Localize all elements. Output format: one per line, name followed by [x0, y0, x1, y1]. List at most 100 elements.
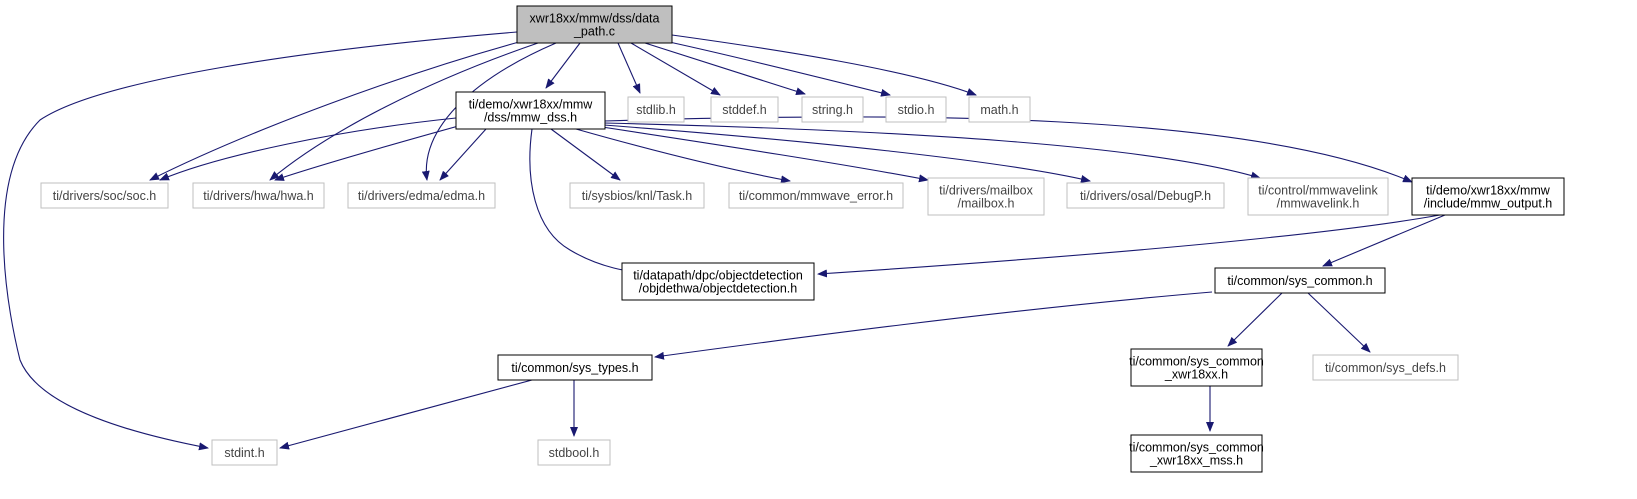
edge-sys-common-to-sys-defs: [1307, 292, 1371, 353]
edge-sys-common-to-sys-types: [654, 291, 1213, 360]
nodes-layer: xwr18xx/mmw/dss/data_path.c ti/demo/xwr18…: [40, 5, 1565, 473]
edge-mmw-output-to-sys-common: [1322, 214, 1446, 267]
node-box-task: [569, 182, 705, 209]
node-label-edma-line-1: ti/drivers/edma/edma.h: [358, 189, 485, 203]
node-task: ti/sysbios/knl/Task.h: [569, 182, 705, 209]
node-mmw-output[interactable]: ti/demo/xwr18xx/mmw/include/mmw_output.h: [1411, 177, 1565, 216]
node-stdbool: stdbool.h: [537, 439, 611, 466]
node-label-objectdetection-line-2: /objdethwa/objectdetection.h: [639, 282, 797, 296]
node-label-data-path-line-2: _path.c: [573, 25, 615, 39]
node-mmwave-error: ti/common/mmwave_error.h: [728, 182, 904, 209]
edge-mmw-dss-to-task: [550, 128, 621, 181]
node-label-sys-common-xwr18xx-line-1: ti/common/sys_common: [1129, 355, 1264, 369]
node-label-mmwave-error-line-1: ti/common/mmwave_error.h: [739, 189, 893, 203]
node-box-debugp: [1066, 182, 1225, 209]
node-label-math-line-1: math.h: [980, 103, 1018, 117]
node-sys-common[interactable]: ti/common/sys_common.h: [1214, 267, 1386, 294]
node-label-sys-common-xwr18xx-mss-line-1: ti/common/sys_common: [1129, 441, 1264, 455]
edge-data-path-to-stddef: [630, 42, 721, 96]
node-label-objectdetection-line-1: ti/datapath/dpc/objectdetection: [633, 269, 803, 283]
node-label-mmwavelink-line-1: ti/control/mmwavelink: [1258, 184, 1378, 198]
node-box-mmwavelink: [1247, 177, 1389, 216]
node-label-stdbool-line-1: stdbool.h: [549, 446, 600, 460]
edge-mmw-dss-to-mmwavelink: [603, 122, 1261, 180]
edge-mmw-dss-to-edma: [439, 128, 487, 181]
node-string: string.h: [801, 96, 864, 123]
node-stddef: stddef.h: [710, 96, 779, 123]
node-math: math.h: [968, 96, 1031, 123]
node-label-mailbox-line-1: ti/drivers/mailbox: [939, 184, 1034, 198]
node-label-soc-line-1: ti/drivers/soc/soc.h: [53, 189, 157, 203]
node-hwa: ti/drivers/hwa/hwa.h: [192, 182, 325, 209]
node-box-sys-defs: [1312, 354, 1459, 381]
node-label-mmw-dss-line-1: ti/demo/xwr18xx/mmw: [469, 98, 594, 112]
node-box-mailbox: [927, 177, 1045, 216]
node-stdlib: stdlib.h: [627, 96, 685, 123]
node-label-mmw-dss-line-2: /dss/mmw_dss.h: [484, 111, 577, 125]
edge-mmw-output-to-objectdetection: [817, 214, 1441, 278]
node-label-mmw-output-line-2: /include/mmw_output.h: [1424, 197, 1553, 211]
node-box-soc: [40, 182, 169, 209]
node-box-string: [801, 96, 864, 123]
node-box-sys-common-xwr18xx-mss: [1130, 434, 1263, 473]
node-box-mmwave-error: [728, 182, 904, 209]
node-box-math: [968, 96, 1031, 123]
node-box-stddef: [710, 96, 779, 123]
node-box-stdbool: [537, 439, 611, 466]
node-label-sys-common-line-1: ti/common/sys_common.h: [1227, 274, 1372, 288]
node-label-stdint-line-1: stdint.h: [224, 446, 264, 460]
node-label-sys-common-xwr18xx-line-2: _xwr18xx.h: [1164, 368, 1228, 382]
node-label-task-line-1: ti/sysbios/knl/Task.h: [582, 189, 693, 203]
node-mmw-dss[interactable]: ti/demo/xwr18xx/mmw/dss/mmw_dss.h: [455, 91, 606, 130]
node-label-hwa-line-1: ti/drivers/hwa/hwa.h: [203, 189, 314, 203]
node-label-data-path-line-1: xwr18xx/mmw/dss/data: [530, 12, 660, 26]
edge-data-path-to-mmw-dss: [545, 42, 581, 89]
node-box-hwa: [192, 182, 325, 209]
edge-data-path-to-hwa: [269, 42, 539, 181]
node-label-sys-defs-line-1: ti/common/sys_defs.h: [1325, 361, 1446, 375]
node-box-sys-common: [1214, 267, 1386, 294]
edge-sys-common-to-sys-common-xwr18xx: [1227, 292, 1283, 347]
node-label-debugp-line-1: ti/drivers/osal/DebugP.h: [1080, 189, 1211, 203]
node-sys-common-xwr18xx[interactable]: ti/common/sys_common_xwr18xx.h: [1129, 348, 1264, 387]
edge-mmw-dss-to-mmwave-error: [575, 128, 791, 184]
edge-data-path-to-math: [671, 34, 977, 96]
node-edma: ti/drivers/edma/edma.h: [347, 182, 496, 209]
node-debugp: ti/drivers/osal/DebugP.h: [1066, 182, 1225, 209]
node-sys-types[interactable]: ti/common/sys_types.h: [497, 354, 653, 381]
edge-mmw-dss-to-soc: [159, 117, 457, 181]
node-label-stdio-line-1: stdio.h: [898, 103, 935, 117]
node-sys-common-xwr18xx-mss[interactable]: ti/common/sys_common_xwr18xx_mss.h: [1129, 434, 1264, 473]
node-data-path[interactable]: xwr18xx/mmw/dss/data_path.c: [516, 5, 673, 44]
node-mailbox: ti/drivers/mailbox/mailbox.h: [927, 177, 1045, 216]
node-label-string-line-1: string.h: [812, 103, 853, 117]
node-stdio: stdio.h: [885, 96, 947, 123]
node-label-mmw-output-line-1: ti/demo/xwr18xx/mmw: [1426, 184, 1551, 198]
node-box-mmw-dss: [455, 91, 606, 130]
edge-data-path-to-stdint: [3, 31, 518, 451]
node-label-mmwavelink-line-2: /mmwavelink.h: [1277, 197, 1360, 211]
node-soc: ti/drivers/soc/soc.h: [40, 182, 169, 209]
node-stdint: stdint.h: [211, 439, 278, 466]
node-box-stdlib: [627, 96, 685, 123]
node-box-stdio: [885, 96, 947, 123]
edge-sys-types-to-stdint: [279, 379, 533, 450]
node-box-sys-common-xwr18xx: [1130, 348, 1263, 387]
edge-data-path-to-string: [644, 42, 806, 96]
node-label-sys-common-xwr18xx-mss-line-2: _xwr18xx_mss.h: [1149, 454, 1243, 468]
node-box-stdint: [211, 439, 278, 466]
node-sys-defs: ti/common/sys_defs.h: [1312, 354, 1459, 381]
node-objectdetection[interactable]: ti/datapath/dpc/objectdetection/objdethw…: [621, 262, 815, 301]
node-box-data-path: [516, 5, 673, 44]
node-box-edma: [347, 182, 496, 209]
edge-mmw-dss-to-debugp: [603, 124, 1091, 183]
node-label-stdlib-line-1: stdlib.h: [636, 103, 676, 117]
node-label-sys-types-line-1: ti/common/sys_types.h: [511, 361, 638, 375]
edge-data-path-to-stdlib: [617, 42, 641, 94]
edge-mmw-dss-to-hwa: [274, 124, 463, 181]
node-label-mailbox-line-2: /mailbox.h: [958, 197, 1015, 211]
node-box-mmw-output: [1411, 177, 1565, 216]
node-box-objectdetection: [621, 262, 815, 301]
edge-data-path-to-soc: [149, 41, 520, 181]
